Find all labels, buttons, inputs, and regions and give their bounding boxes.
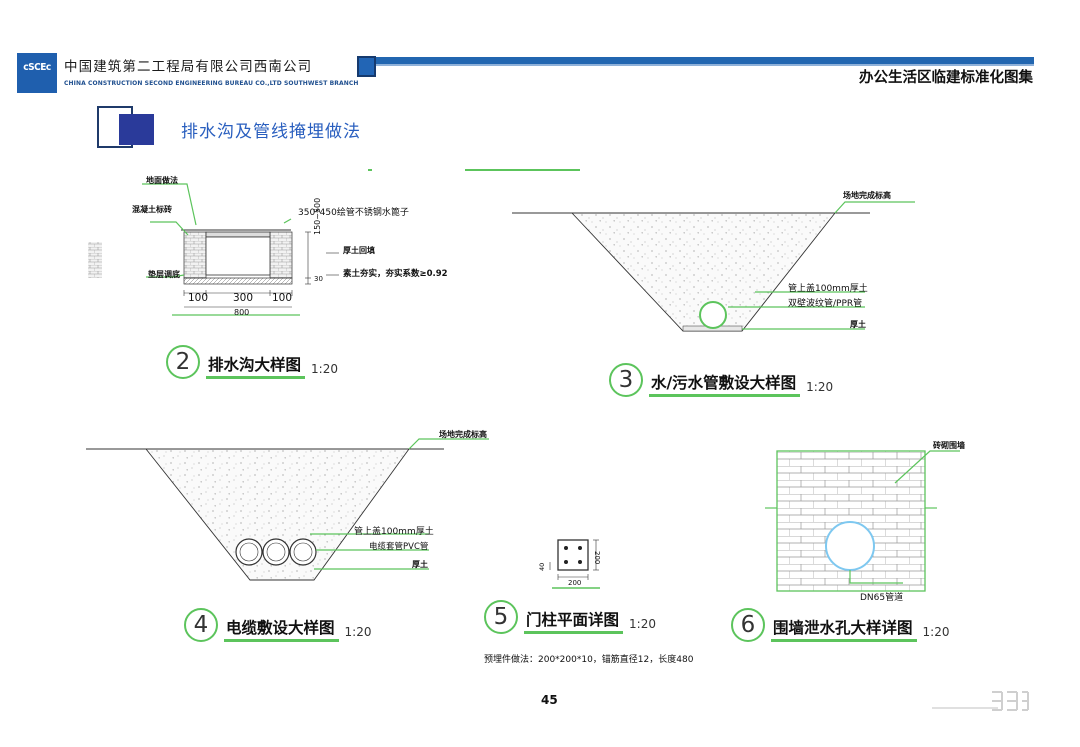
label-pipe: 电缆套管PVC管: [369, 542, 429, 552]
label-compaction: 素土夯实，夯实系数≥0.92: [343, 269, 448, 279]
drainage-ditch-drawing: [88, 183, 339, 316]
label-cover: 350*450绘管不锈钢水篦子: [298, 208, 409, 218]
figure-title: 电缆敷设大样图: [224, 616, 339, 642]
figure-scale: 1:20: [311, 362, 338, 376]
header-rule: [376, 57, 1034, 64]
figure-number-badge: 6: [731, 608, 765, 642]
section-square-filled-icon: [119, 114, 154, 145]
figure-cable-trench: 场地完成标高 管上盖100mm厚土 电缆套管PVC管 厚土: [84, 425, 504, 590]
dim-bottom-right: 100: [272, 292, 293, 304]
dim-total: 800: [234, 308, 250, 317]
header-square-icon: [357, 56, 376, 77]
gate-post-drawing: [549, 539, 600, 589]
company-name-en: CHINA CONSTRUCTION SECOND ENGINEERING BU…: [64, 80, 359, 87]
section-title: 排水沟及管线掩埋做法: [181, 122, 361, 142]
caption-figure-2: 2 排水沟大样图 1:20: [166, 345, 338, 379]
cable-trench-drawing: [86, 438, 489, 581]
document-title: 办公生活区临建标准化图集: [859, 70, 1033, 86]
figure-scale: 1:20: [922, 625, 950, 639]
wall-drain-drawing: [765, 450, 960, 592]
label-concrete: 混凝土标砖: [132, 205, 172, 214]
caption-figure-6: 6 围墙泄水孔大样详图 1:20: [731, 608, 949, 642]
figure-gate-post-plan: 200 200 40: [530, 535, 610, 593]
label-base: 厚土: [412, 560, 428, 569]
dim-horizontal: 200: [568, 579, 582, 587]
company-logo: [17, 53, 57, 93]
figure-wall-drain-hole: 砖砌围墙 DN65管道: [765, 438, 975, 608]
figure-number-badge: 4: [184, 608, 218, 642]
label-base: 厚土: [850, 320, 866, 329]
figure-scale: 1:20: [344, 625, 372, 639]
caption-figure-4: 4 电缆敷设大样图 1:20: [184, 608, 371, 642]
label-ground: 场地完成标高: [843, 191, 891, 200]
page-number: 45: [541, 693, 558, 707]
figure-scale: 1:20: [629, 617, 656, 631]
dim-30: 30: [314, 275, 323, 283]
corner-watermark-icon: [932, 691, 1029, 711]
separator-line: [368, 169, 580, 171]
embedded-part-note: 预埋件做法：200*200*10，锚筋直径12，长度480: [484, 655, 694, 665]
label-floor: 地面做法: [146, 176, 178, 185]
label-wall: 砖砌围墙: [933, 441, 965, 450]
logo-text: cSCEc: [23, 62, 51, 73]
header-rule-thin: [376, 64, 1034, 66]
figure-title: 排水沟大样图: [206, 353, 306, 379]
figure-number-badge: 5: [484, 600, 518, 634]
figure-title: 门柱平面详图: [524, 608, 624, 634]
label-bedding: 垫层调底: [148, 270, 180, 279]
figure-scale: 1:20: [806, 380, 834, 394]
company-name-cn: 中国建筑第二工程局有限公司西南公司: [64, 59, 313, 75]
dim-bottom-center: 300: [233, 292, 254, 304]
label-ground: 场地完成标高: [439, 430, 487, 439]
figure-number-badge: 2: [166, 345, 200, 379]
figure-drainage-ditch: 地面做法 混凝土标砖 350*450绘管不锈钢水篦子 垫层调底 厚土回填 素土夯…: [86, 175, 448, 325]
water-pipe-trench-drawing: [512, 201, 915, 332]
label-cover: 管上盖100mm厚土: [788, 284, 868, 294]
dim-depth: 150~500: [313, 197, 322, 235]
dim-bottom-left: 100: [188, 292, 209, 304]
figure-title: 水/污水管敷设大样图: [649, 371, 801, 397]
dim-vertical: 200: [593, 551, 601, 565]
label-pipe: 双壁波纹管/PPR管: [788, 299, 863, 309]
label-backfill: 厚土回填: [343, 246, 375, 255]
figure-title: 围墙泄水孔大样详图: [771, 616, 917, 642]
caption-figure-3: 3 水/污水管敷设大样图 1:20: [609, 363, 833, 397]
figure-water-pipe-trench: 场地完成标高 管上盖100mm厚土 双壁波纹管/PPR管 厚土: [510, 188, 930, 348]
label-hole: DN65管道: [860, 593, 904, 603]
dim-40: 40: [538, 562, 546, 571]
caption-figure-5: 5 门柱平面详图 1:20: [484, 600, 656, 634]
figure-number-badge: 3: [609, 363, 643, 397]
label-cover: 管上盖100mm厚土: [354, 527, 434, 537]
